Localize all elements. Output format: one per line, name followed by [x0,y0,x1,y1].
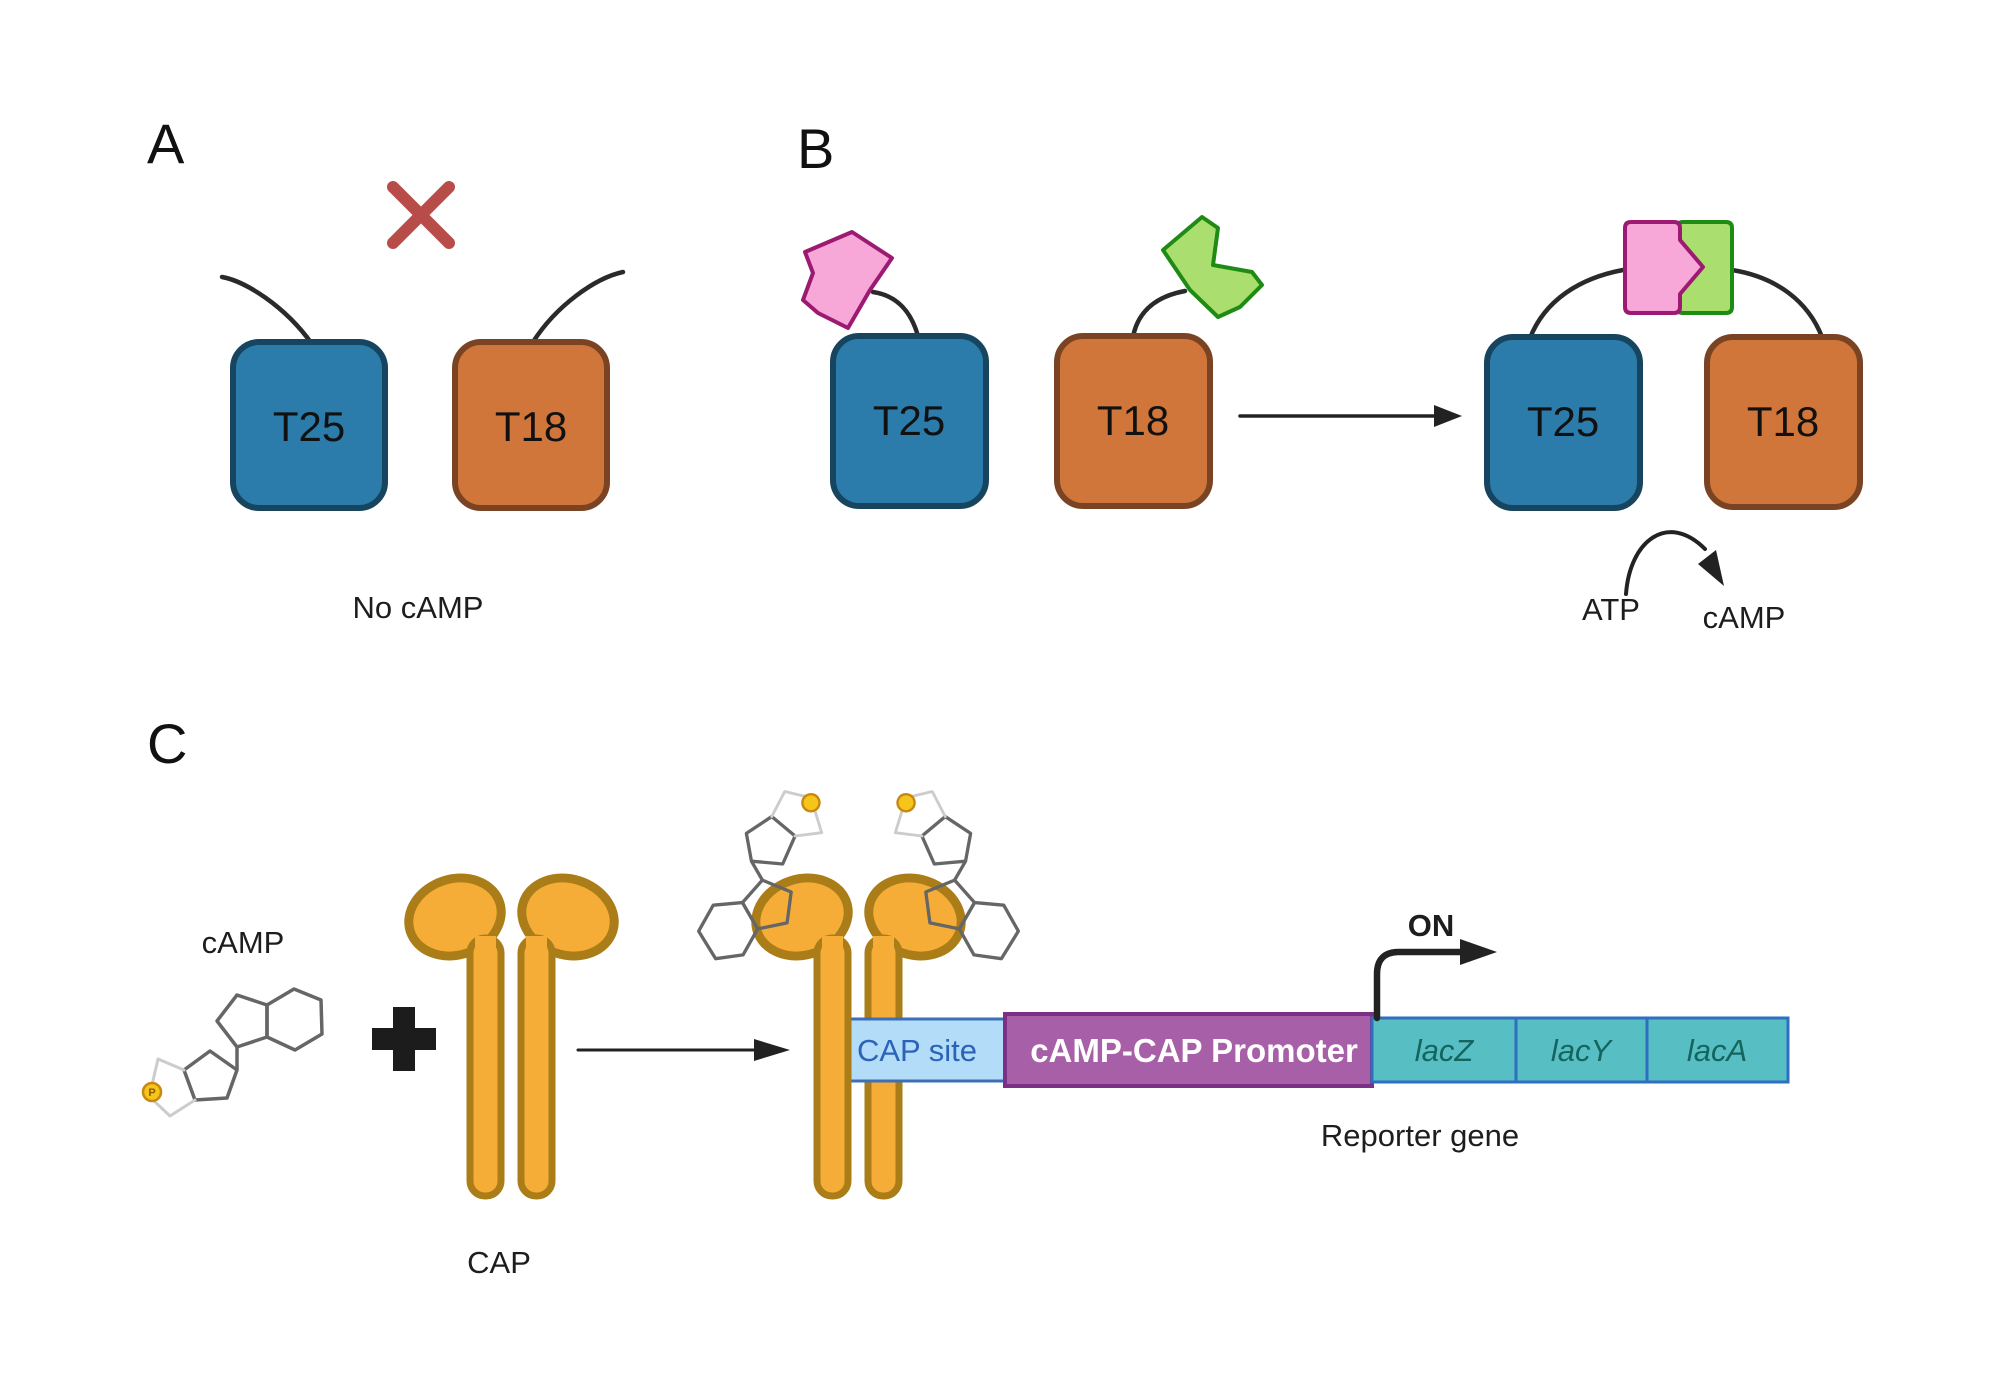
camp-product-label: cAMP [1703,600,1786,635]
on-label: ON [1408,908,1455,943]
t25-domain-box [230,339,388,511]
cap-free-right [512,866,625,1196]
cap-site-label: CAP site [857,1033,977,1068]
t18-domain-label: T18 [495,403,567,450]
panel-c-letter: C [147,712,187,775]
panel-b-letter: B [797,117,834,180]
t25-fusion-box [830,333,989,509]
promoter-label: cAMP-CAP Promoter [1030,1032,1358,1069]
t18-fusion-linker [1130,288,1188,340]
lacy-label: lacY [1551,1033,1614,1068]
atp-to-camp-arrow [1624,530,1724,596]
free-camp-molecule [141,987,324,1118]
panel-c: C cAMP P CAP [141,712,1790,1280]
cap-protein-label: CAP [467,1245,531,1280]
panel-a-letter: A [147,112,185,175]
t18-bound-label: T18 [1747,398,1819,445]
phosphate-letter: P [148,1087,155,1099]
t25-domain-label: T25 [273,403,345,450]
laca-label: lacA [1687,1033,1747,1068]
reporter-gene-caption: Reporter gene [1321,1118,1519,1153]
t25-bound-label: T25 [1527,398,1599,445]
t25-fusion-linker [870,289,921,339]
plus-icon [372,1007,436,1071]
t18-fusion-box [1054,333,1213,509]
cap-bound-left [746,866,859,1196]
t25-bound-box [1484,334,1643,511]
transcription-on-arrow [1373,939,1497,1022]
laca-box [1645,1016,1790,1084]
complex-right-linker [1729,267,1825,340]
atp-label: ATP [1582,592,1640,627]
complex-left-linker [1527,267,1626,341]
t18-fusion-label: T18 [1097,397,1169,444]
prey-fragment-green [1161,215,1264,319]
lacy-box [1514,1016,1649,1084]
t18-domain-box [452,339,610,511]
t25-fusion-label: T25 [873,397,945,444]
t18-bound-box [1704,334,1863,510]
panel-b: B T25 T18 T25 T18 ATP cAMP [797,117,1863,635]
panel-a: A T25 T18 No cAMP [147,112,626,625]
t18-linker-line [530,269,626,345]
panel-a-caption: No cAMP [353,590,484,625]
binding-arrow [576,1039,790,1061]
camp-molecule-label: cAMP [202,925,285,960]
bait-fragment-pink [801,230,894,330]
t25-linker-line [219,274,315,347]
lacz-label: lacZ [1415,1033,1475,1068]
bait-fragment-bound [1623,220,1705,315]
no-interaction-cross-icon [387,181,455,249]
interaction-arrow [1238,405,1462,427]
